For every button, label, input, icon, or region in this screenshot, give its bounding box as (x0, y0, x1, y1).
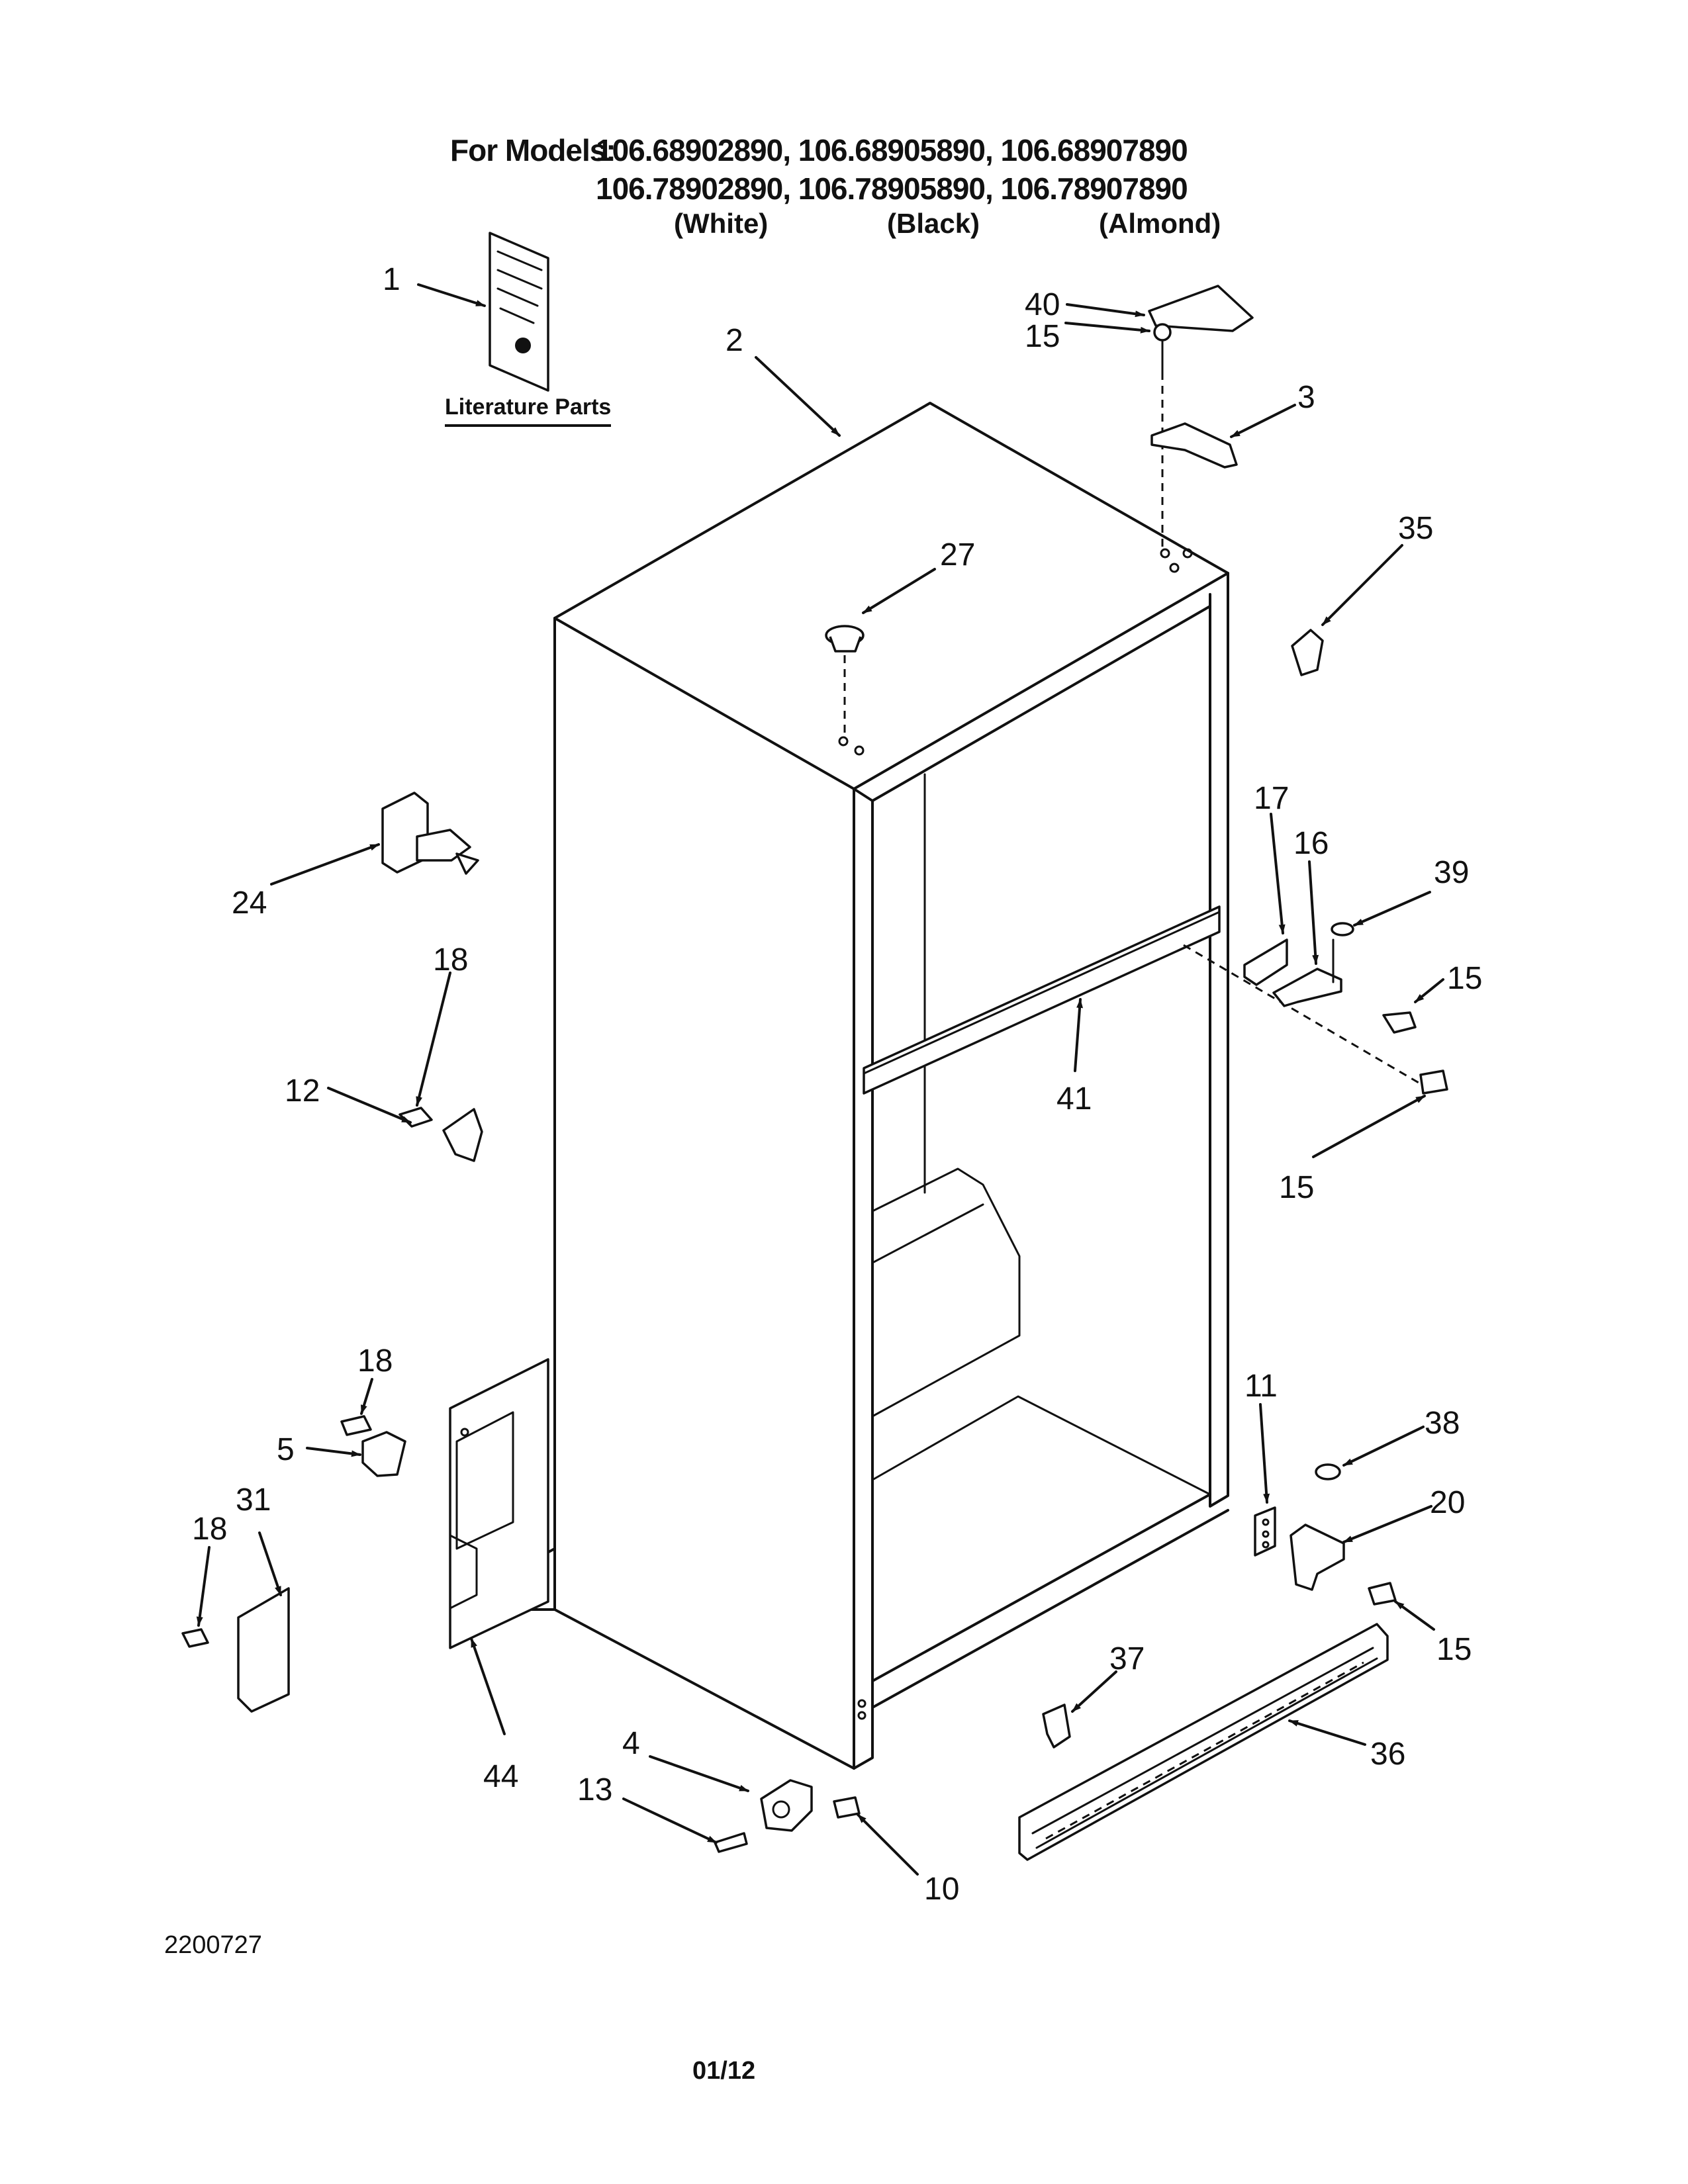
callout-24: 24 (232, 886, 267, 921)
callout-20: 20 (1430, 1485, 1465, 1520)
mid-rail-screw (1419, 1069, 1448, 1095)
callout-3: 3 (1297, 380, 1315, 415)
literature-parts-label: Literature Parts (445, 394, 612, 427)
cabinet-shell (522, 402, 1229, 1770)
literature-booklet (489, 232, 549, 392)
callout-17: 17 (1254, 781, 1289, 816)
callout-38: 38 (1425, 1406, 1460, 1441)
callout-27: 27 (940, 537, 975, 572)
callout-35: 35 (1398, 511, 1433, 546)
top-hinge (1150, 422, 1238, 469)
page-number: 01/12 (692, 2057, 756, 2085)
callout-15-top: 15 (1025, 319, 1060, 354)
callout-18-upper: 18 (433, 942, 468, 978)
diagram-code: 2200727 (164, 1931, 262, 1959)
mid-hinge-screw (1382, 1011, 1417, 1034)
callout-41: 41 (1056, 1081, 1092, 1116)
color-white: (White) (674, 208, 769, 239)
lower-left-hinge (340, 1415, 406, 1477)
leader-arrows (196, 283, 1444, 1876)
callout-15-bottom: 15 (1436, 1632, 1472, 1667)
callout-2: 2 (726, 323, 743, 358)
front-screw (833, 1796, 861, 1819)
callout-5: 5 (277, 1432, 295, 1467)
callout-10: 10 (924, 1872, 959, 1907)
callout-40: 40 (1025, 287, 1060, 322)
leveling-screw (714, 1832, 748, 1853)
callout-15-rail: 15 (1279, 1170, 1314, 1205)
bottom-hinge (1289, 1524, 1345, 1591)
callout-16: 16 (1293, 826, 1329, 861)
callout-18-lower: 18 (192, 1512, 227, 1547)
callout-1: 1 (383, 262, 400, 297)
hinge-cover (181, 1587, 290, 1713)
top-cap (1148, 285, 1254, 332)
callout-18-mid: 18 (357, 1343, 393, 1379)
callout-13: 13 (577, 1772, 612, 1807)
callout-31: 31 (236, 1482, 271, 1518)
callout-11: 11 (1244, 1369, 1278, 1404)
callout-37: 37 (1109, 1641, 1145, 1676)
bottom-hinge-screw (1368, 1582, 1397, 1606)
color-black: (Black) (887, 208, 980, 239)
callout-39: 39 (1434, 855, 1469, 890)
divider-bar (863, 905, 1424, 1095)
middle-hinge (1243, 922, 1354, 1007)
color-almond: (Almond) (1099, 208, 1221, 239)
top-plug (825, 625, 865, 733)
frame-panel (449, 1358, 549, 1649)
hinge-shim (1254, 1506, 1276, 1557)
models-row-1: 106.68902890, 106.68905890, 106.68907890 (596, 133, 1188, 167)
models-prefix: For Models: (450, 133, 616, 167)
leveling-roller (760, 1779, 813, 1832)
callout-44: 44 (483, 1759, 518, 1794)
callout-36: 36 (1370, 1737, 1405, 1772)
callout-12: 12 (285, 1073, 320, 1109)
models-row-2: 106.78902890, 106.78905890, 106.78907890 (596, 171, 1188, 206)
callout-4: 4 (622, 1726, 640, 1761)
door-stop (381, 792, 479, 875)
top-hinge-screw (1153, 323, 1172, 549)
bottom-washer (1315, 1463, 1341, 1480)
grille-clip (1042, 1704, 1071, 1749)
hinge-clip (1291, 629, 1324, 676)
callout-numbers: 1 2 40 15 3 35 27 24 18 12 17 16 39 15 4… (192, 262, 1482, 1907)
kick-plate-grille (1018, 1623, 1389, 1861)
left-hinge-bracket (399, 1107, 483, 1162)
callout-15-mid: 15 (1447, 961, 1482, 996)
